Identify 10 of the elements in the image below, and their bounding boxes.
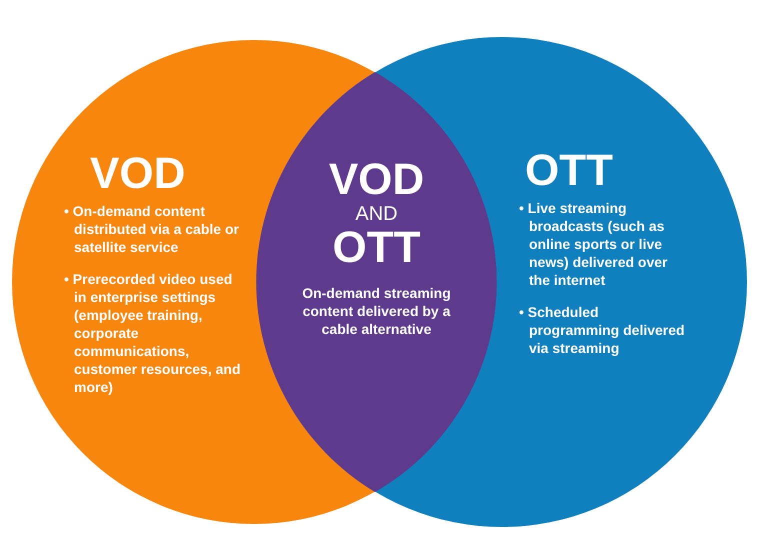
bullet-text: • Prerecorded video used in enterprise settings (employee training, corporate communications, customer resources, and more): [64, 270, 242, 396]
overlap-text: On-demand streaming content delivered by a cable alternative: [301, 284, 452, 338]
circle-title: OTT: [525, 149, 613, 193]
overlap-title: AND: [354, 204, 399, 224]
bullet-text: • On-demand content distributed via a cable or satellite service: [64, 202, 240, 256]
overlap-title: VOD: [328, 158, 426, 202]
overlap-title: OTT: [332, 226, 422, 270]
bullet-text: • Live streaming broadcasts (such as online sports or live news) delivered over the internet: [519, 199, 669, 289]
circle-title: VOD: [90, 152, 186, 196]
bullet-text: • Scheduled programming delivered via streaming: [519, 303, 686, 357]
